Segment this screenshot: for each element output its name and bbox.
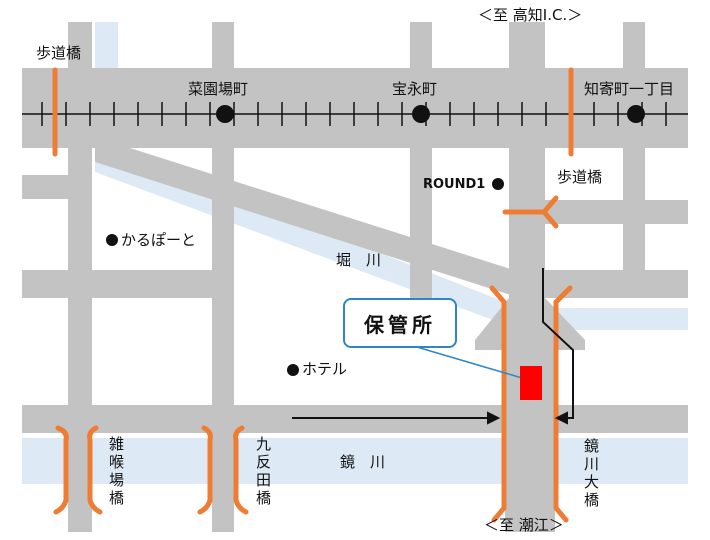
footbridge-west-label: 歩道橋 (36, 44, 82, 62)
road-mid-horizontal-west (22, 270, 212, 298)
station-label-2: 宝永町 (392, 80, 438, 98)
kutanda-bridge-mark (197, 425, 249, 515)
zakoba-bridge-mark (53, 425, 103, 515)
road-mid-horizontal-east (545, 270, 688, 298)
zakoba-bridge-label: 雑喉場橋 (107, 436, 125, 508)
road-diagonal (95, 148, 520, 298)
markers (106, 105, 645, 376)
station-marker-1 (216, 105, 234, 123)
tram-line (22, 102, 688, 126)
station-label-1: 菜園場町 (188, 80, 249, 98)
main-road-east-west (22, 68, 688, 148)
kagami-ohashi-mark (489, 285, 573, 523)
arrow-from-west-head (487, 411, 501, 425)
footbridge-east-label: 歩道橋 (557, 168, 603, 186)
karupoto-marker (106, 234, 118, 246)
station-marker-2 (412, 105, 430, 123)
kagami-river-label: 鏡 川 (340, 453, 386, 471)
karupoto-label: かるぽーと (121, 231, 197, 249)
kagami-river (22, 438, 688, 484)
station-label-3: 知寄町一丁目 (584, 80, 675, 98)
footbridge-east-mark (502, 195, 559, 229)
main-trunk-road (475, 68, 585, 532)
bridges (52, 67, 574, 523)
station-marker-3 (627, 105, 645, 123)
road-west-branch (22, 175, 68, 199)
arrow-from-north-head (554, 411, 568, 425)
kutanda-bridge-label: 九反田橋 (254, 436, 272, 508)
arrow-from-north (542, 268, 574, 419)
road-east-branch (545, 200, 688, 224)
road-north-east (623, 22, 645, 68)
callout-leader (409, 344, 523, 379)
destination-marker (520, 366, 542, 400)
road-north-mid (410, 22, 432, 68)
kagami-ohashi-label: 鏡川大橋 (582, 438, 600, 510)
road-north-main (509, 22, 545, 68)
direction-north-label: ＜至 高知I.C.＞ (478, 6, 583, 24)
destination-callout: 保管所 (343, 298, 457, 348)
hori-river-label: 堀 川 (336, 251, 382, 269)
roads (22, 22, 688, 532)
route-arrows (292, 268, 574, 425)
round1-marker (492, 178, 504, 190)
hotel-marker (287, 364, 299, 376)
road-center-vertical (212, 22, 234, 532)
direction-south-label: ＜至 潮江＞ (484, 516, 564, 534)
round1-label: ROUND1 (423, 177, 486, 192)
hotel-label: ホテル (302, 360, 348, 378)
road-round1-vertical (410, 148, 432, 298)
